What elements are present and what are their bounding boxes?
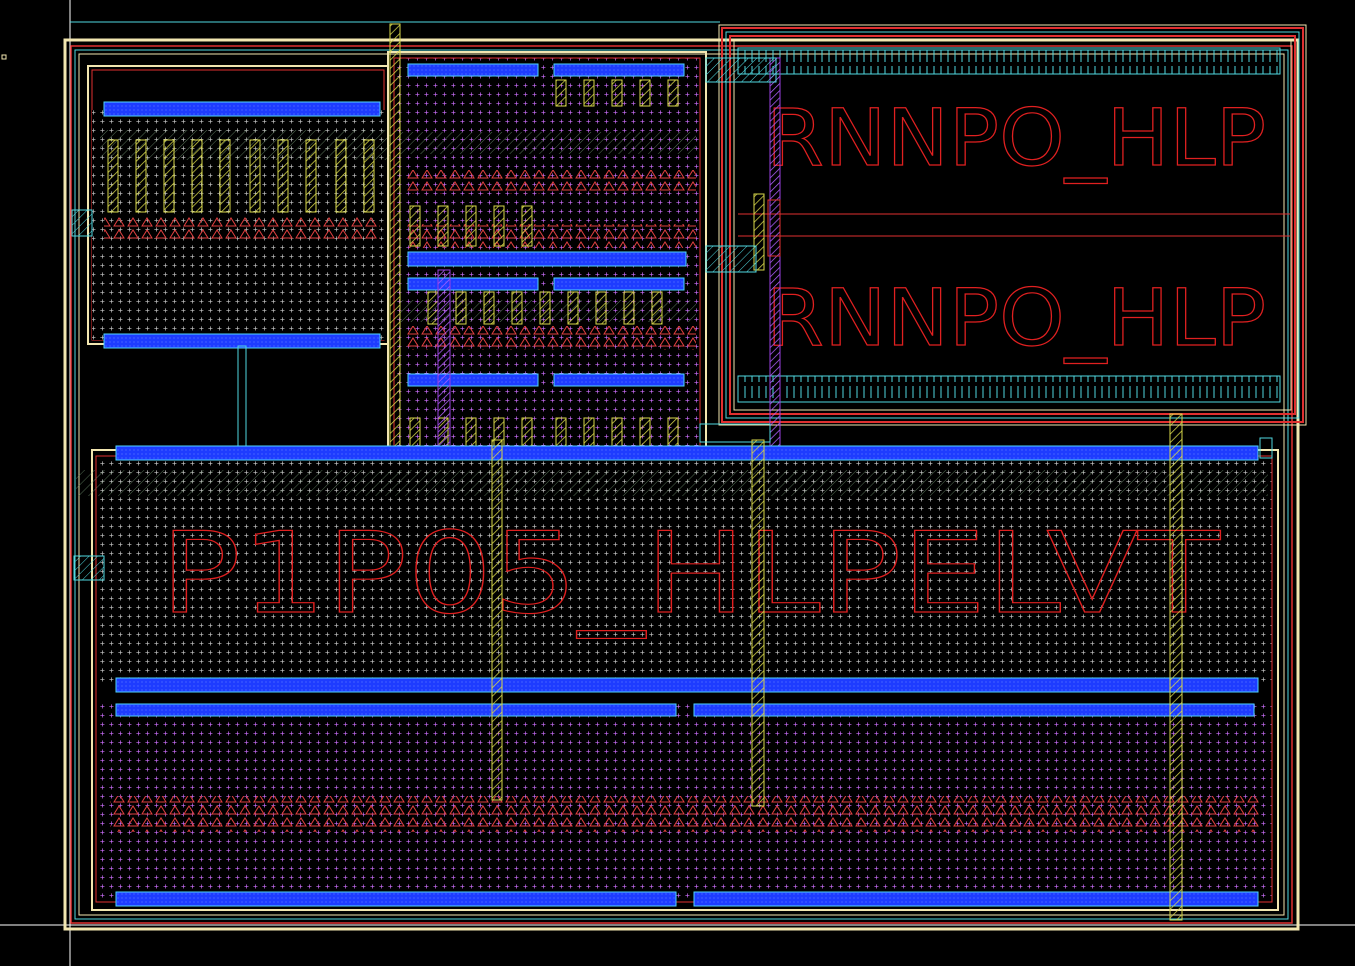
metal1-strap[interactable] bbox=[693, 891, 1259, 907]
metal1-strap[interactable] bbox=[103, 101, 381, 117]
metal1-strap[interactable] bbox=[553, 277, 685, 291]
device-label: P1P05_HLPELVT bbox=[160, 509, 1221, 639]
metal1-strap[interactable] bbox=[407, 277, 539, 291]
mid-transistor-array[interactable] bbox=[387, 23, 707, 495]
origin-marker bbox=[1, 54, 7, 60]
resistor-label-bottom: RNNPO_HLP bbox=[766, 274, 1266, 364]
contact-row-top[interactable] bbox=[737, 47, 1281, 75]
resistor-label-top: RNNPO_HLP bbox=[766, 94, 1266, 184]
cyan-connector[interactable] bbox=[237, 345, 247, 455]
poly-route-vertical[interactable] bbox=[491, 439, 503, 801]
poly-gate-row[interactable] bbox=[76, 470, 1268, 496]
metal1-strap[interactable] bbox=[103, 333, 381, 349]
poly-route-vertical[interactable] bbox=[389, 23, 401, 495]
main-device-block[interactable]: P1P05_HLPELVT bbox=[73, 413, 1279, 921]
poly-route-vertical[interactable] bbox=[751, 439, 765, 807]
metal1-strap[interactable] bbox=[407, 373, 539, 387]
contact-array bbox=[110, 796, 1260, 832]
metal1-strap[interactable] bbox=[115, 891, 677, 907]
poly-fingers[interactable] bbox=[107, 139, 375, 213]
via-stack[interactable] bbox=[769, 57, 781, 459]
metal1-strap[interactable] bbox=[553, 63, 685, 77]
resistor-cell[interactable]: RNNPO_HLP RNNPO_HLP bbox=[718, 24, 1307, 459]
metal1-strap[interactable] bbox=[693, 703, 1255, 717]
metal1-strap[interactable] bbox=[407, 251, 687, 267]
metal1-rail[interactable] bbox=[115, 445, 1259, 461]
contact-row-bottom[interactable] bbox=[737, 375, 1281, 403]
metal1-rail[interactable] bbox=[115, 677, 1259, 693]
poly-route-vertical[interactable] bbox=[1169, 413, 1183, 921]
cyan-routing[interactable] bbox=[699, 57, 777, 443]
top-left-block[interactable] bbox=[71, 65, 390, 455]
via-stack[interactable] bbox=[437, 269, 451, 461]
metal1-strap[interactable] bbox=[407, 63, 539, 77]
metal1-strap[interactable] bbox=[553, 373, 685, 387]
metal1-strap[interactable] bbox=[115, 703, 677, 717]
